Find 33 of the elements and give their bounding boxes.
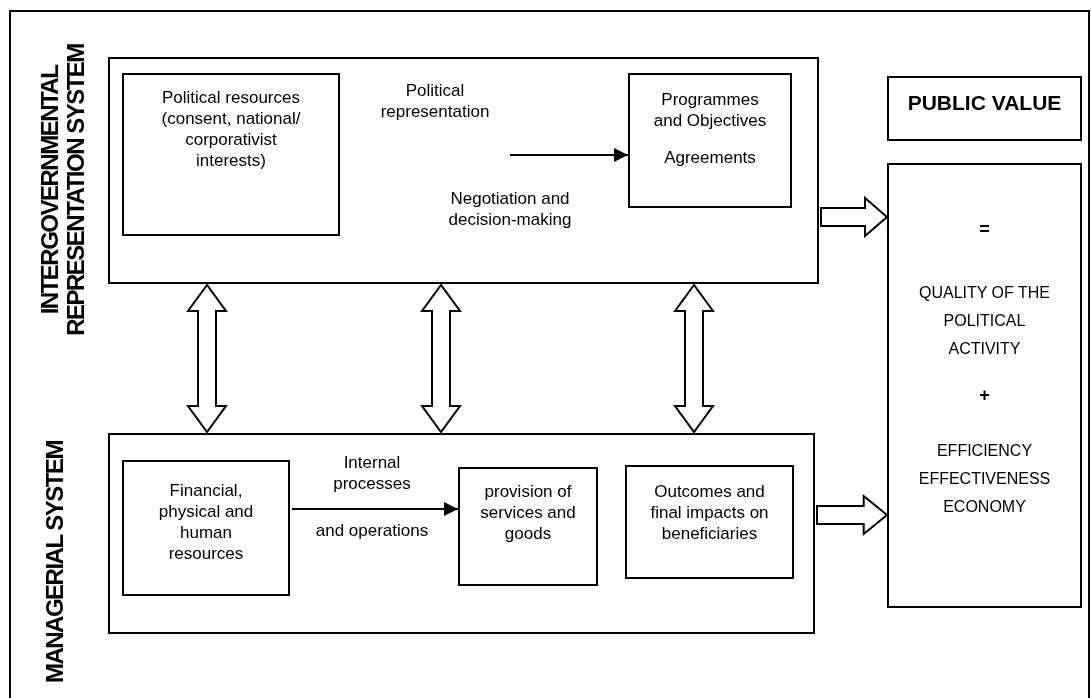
result-box <box>887 163 1082 608</box>
arrow <box>509 148 629 162</box>
process-box <box>625 465 794 579</box>
heading-box <box>887 76 1082 141</box>
process-box <box>628 73 792 208</box>
process-box <box>122 460 290 596</box>
system-label: INTERGOVERNMENTAL REPRESENTATION SYSTEM <box>37 43 89 338</box>
system-panel <box>108 57 819 284</box>
box-text: Political resources (consent, national/ corporativist interests) <box>160 87 302 171</box>
heading: PUBLIC VALUE <box>906 92 1063 113</box>
system-label: MANAGERIAL SYSTEM <box>42 439 68 686</box>
result-text: EFFICIENCY EFFECTIVENESS ECONOMY <box>917 441 1052 517</box>
process-label: Political representation <box>379 80 491 122</box>
system-panel <box>108 433 815 634</box>
process-label: Internal processes <box>332 452 412 494</box>
result-text: QUALITY OF THE POLITICAL ACTIVITY <box>918 283 1051 359</box>
operator-symbol: = <box>978 218 991 241</box>
block-arrow <box>673 283 715 434</box>
block-arrow <box>420 283 462 434</box>
box-text: Outcomes and final impacts on beneficiaries <box>649 481 770 544</box>
process-box <box>122 73 340 236</box>
block-arrow <box>820 195 889 239</box>
process-box <box>458 467 598 586</box>
box-text: Agreements <box>663 147 757 168</box>
process-label: Negotiation and decision-making <box>447 188 573 230</box>
box-text: Programmes and Objectives <box>652 89 768 131</box>
box-text: provision of services and goods <box>479 481 577 544</box>
operator-symbol: + <box>978 384 991 407</box>
box-text: Financial, physical and human resources <box>157 480 255 564</box>
block-arrow <box>186 283 228 434</box>
process-label: and operations <box>314 520 430 541</box>
block-arrow <box>816 493 889 537</box>
arrow <box>291 502 459 516</box>
